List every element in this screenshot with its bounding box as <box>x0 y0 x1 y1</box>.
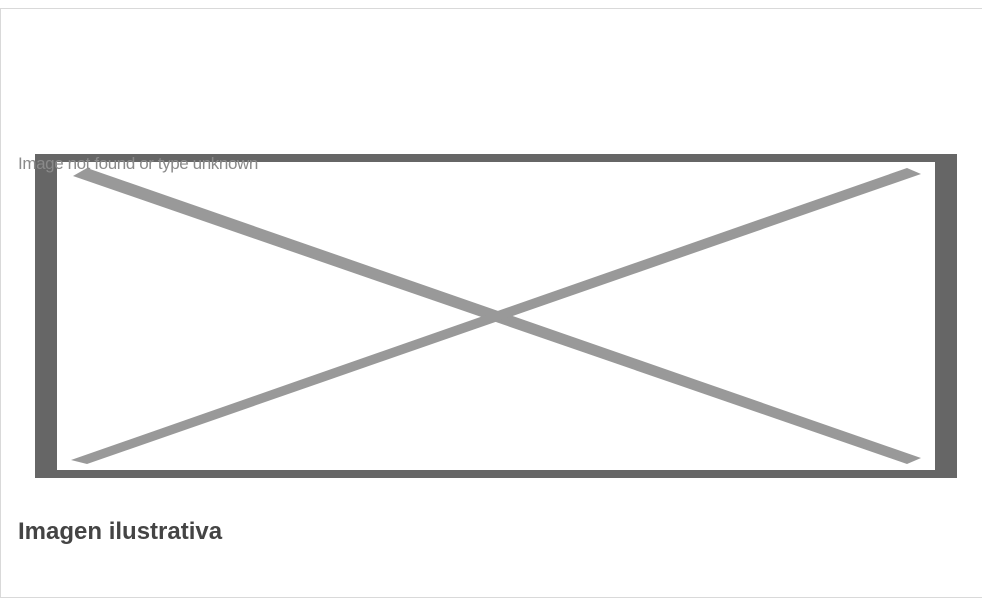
image-caption: Imagen ilustrativa <box>18 518 223 545</box>
image-alt-text: Image not found or type unknown <box>18 154 258 173</box>
broken-image-icon <box>35 154 957 478</box>
broken-image-placeholder <box>35 154 957 478</box>
